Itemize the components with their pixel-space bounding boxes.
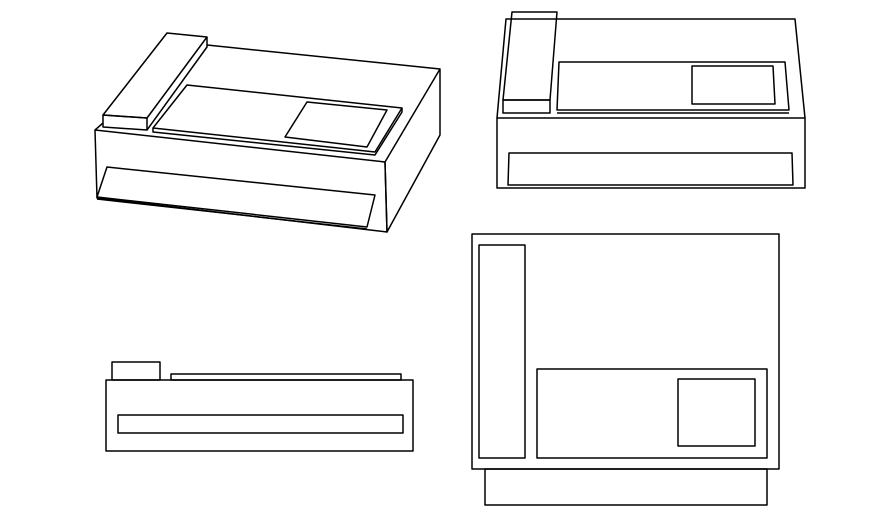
top-view	[471, 233, 780, 506]
body-top-outline	[496, 18, 806, 119]
handset	[478, 244, 526, 459]
handset-top	[102, 32, 208, 119]
body-top-edge	[94, 122, 104, 131]
body-right-face	[384, 68, 441, 233]
tray	[556, 61, 790, 111]
display-panel	[691, 65, 776, 105]
tray	[170, 373, 402, 381]
display-panel	[284, 101, 388, 148]
paper-slot	[507, 152, 794, 186]
paper-slot-edge	[96, 198, 368, 230]
handset	[111, 361, 161, 381]
isometric-view	[94, 32, 441, 233]
body	[471, 233, 780, 470]
paper-slot	[96, 166, 376, 228]
body	[105, 379, 414, 452]
handset-side	[146, 37, 208, 131]
paper-slot	[117, 414, 404, 434]
handset-front	[102, 114, 148, 131]
body-top-back-edge	[206, 44, 441, 70]
paper-output	[484, 468, 768, 506]
tray	[536, 368, 768, 459]
tray-top	[152, 84, 403, 153]
handset	[502, 99, 551, 114]
side-view	[105, 361, 414, 452]
front-perspective-view	[496, 11, 806, 189]
display-panel	[677, 378, 756, 447]
tray-edge	[152, 108, 403, 156]
body-front-face	[496, 117, 806, 189]
handset-top	[502, 11, 558, 101]
